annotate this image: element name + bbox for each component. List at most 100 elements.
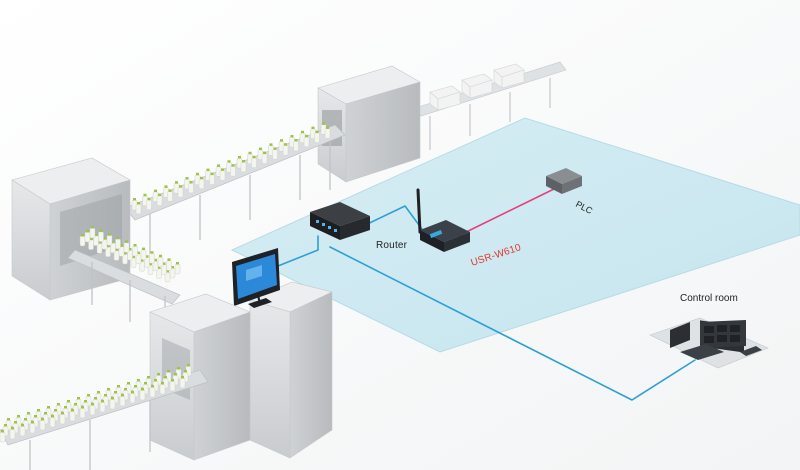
bottle-cap <box>127 382 130 385</box>
bottle-cap <box>111 397 114 400</box>
bottle-cap <box>167 370 170 373</box>
bottle <box>135 203 142 215</box>
wifi-gateway-icon[interactable] <box>416 188 470 252</box>
bottle-cap <box>141 388 144 391</box>
bottle-cap <box>116 236 120 240</box>
bottle-cap <box>181 376 184 379</box>
bottle <box>129 392 136 404</box>
bottle-cap <box>176 262 179 265</box>
bottle-cap <box>132 255 135 259</box>
bottle-cap <box>157 373 160 376</box>
bottle-cap <box>71 409 74 412</box>
bottle <box>149 252 155 264</box>
bottle <box>240 161 247 173</box>
bottle-cap <box>238 156 241 159</box>
bottle-cap <box>67 400 70 403</box>
monitor-icon[interactable] <box>232 248 280 308</box>
bottle-cap <box>305 134 308 138</box>
bottle-cap <box>87 394 90 397</box>
bottle-cap <box>57 403 60 406</box>
bottle <box>132 245 138 257</box>
bottle-cap <box>149 262 152 266</box>
conveyor-back-right <box>414 61 567 150</box>
bottle-cap <box>167 258 171 261</box>
bottle-cap <box>196 172 199 176</box>
bottle-cap <box>147 197 151 201</box>
bottle-cap <box>290 135 294 138</box>
bottle <box>146 199 152 211</box>
bottle-cap <box>108 233 111 236</box>
bottle <box>188 182 194 194</box>
bottle-cap <box>151 385 154 388</box>
bottle-cap <box>115 248 118 251</box>
bottle-cap <box>154 258 157 262</box>
serial-cable-gateway-to-plc <box>457 187 557 237</box>
bottle-cap <box>74 403 77 406</box>
bottle-cap <box>114 391 117 394</box>
bottle <box>89 227 96 239</box>
bottle-cap <box>259 147 262 151</box>
bottle <box>123 242 130 253</box>
bottle <box>230 165 236 177</box>
bottle-cap <box>101 400 104 403</box>
bottle-cap <box>175 181 178 184</box>
bottle-cap <box>77 397 80 400</box>
bottle-cap <box>269 143 273 146</box>
bottle-cap <box>200 176 203 180</box>
bottle-cap <box>51 415 54 418</box>
ethernet-cable-router-to-hmi <box>277 235 319 267</box>
bottle <box>115 238 121 250</box>
bottle-cap <box>117 385 120 388</box>
bottle-cap <box>137 202 140 205</box>
bottle-cap <box>24 418 27 421</box>
bottle-cap <box>187 364 190 367</box>
bottle-cap <box>81 234 84 237</box>
bottle-cap <box>301 130 304 134</box>
bottle <box>99 401 106 413</box>
bottle-cap <box>97 391 100 394</box>
bottle-cap <box>322 122 325 125</box>
ethernet-cable-router-to-gateway <box>354 205 431 241</box>
filling-machine-left <box>11 157 131 301</box>
bottle-cap <box>154 379 157 382</box>
control-room-icon[interactable] <box>649 317 769 369</box>
conveyor-left <box>67 226 181 338</box>
network-cables <box>277 187 696 401</box>
bottle-cap <box>137 251 140 255</box>
bottle <box>209 174 215 185</box>
router-icon[interactable] <box>310 202 370 240</box>
bottle-cap <box>248 151 252 155</box>
ethernet-cable-to-control-room <box>329 246 696 401</box>
carton-boxes <box>429 63 525 111</box>
bottle <box>167 191 173 202</box>
bottle-cap <box>158 193 161 197</box>
bottle-cap <box>27 412 30 415</box>
bottle <box>174 263 181 275</box>
bottle-cap <box>64 406 67 409</box>
bottle-cap <box>7 418 10 421</box>
bottles-row-front <box>0 364 192 443</box>
bottle-cap <box>91 403 94 406</box>
bottle-cap <box>161 382 164 385</box>
bottle <box>159 383 166 395</box>
conveyor-middle <box>124 122 346 262</box>
bottle-cap <box>154 189 157 193</box>
bottle-cap <box>99 229 103 233</box>
bottle-cap <box>210 172 214 176</box>
bottle-cap <box>315 130 319 134</box>
bottle-cap <box>54 409 57 412</box>
bottle <box>198 178 205 190</box>
bottle <box>119 395 126 407</box>
bottle <box>109 398 116 410</box>
bottle-cap <box>242 160 245 163</box>
bottle <box>293 140 299 152</box>
bottle-cap <box>11 427 14 430</box>
bottle <box>156 195 163 206</box>
bottle-cap <box>37 409 40 412</box>
bottle-cap <box>91 226 94 229</box>
plc-icon[interactable] <box>546 168 582 194</box>
bottle-cap <box>61 412 64 415</box>
bottle-cap <box>147 376 150 379</box>
bottle-cap <box>150 251 154 254</box>
